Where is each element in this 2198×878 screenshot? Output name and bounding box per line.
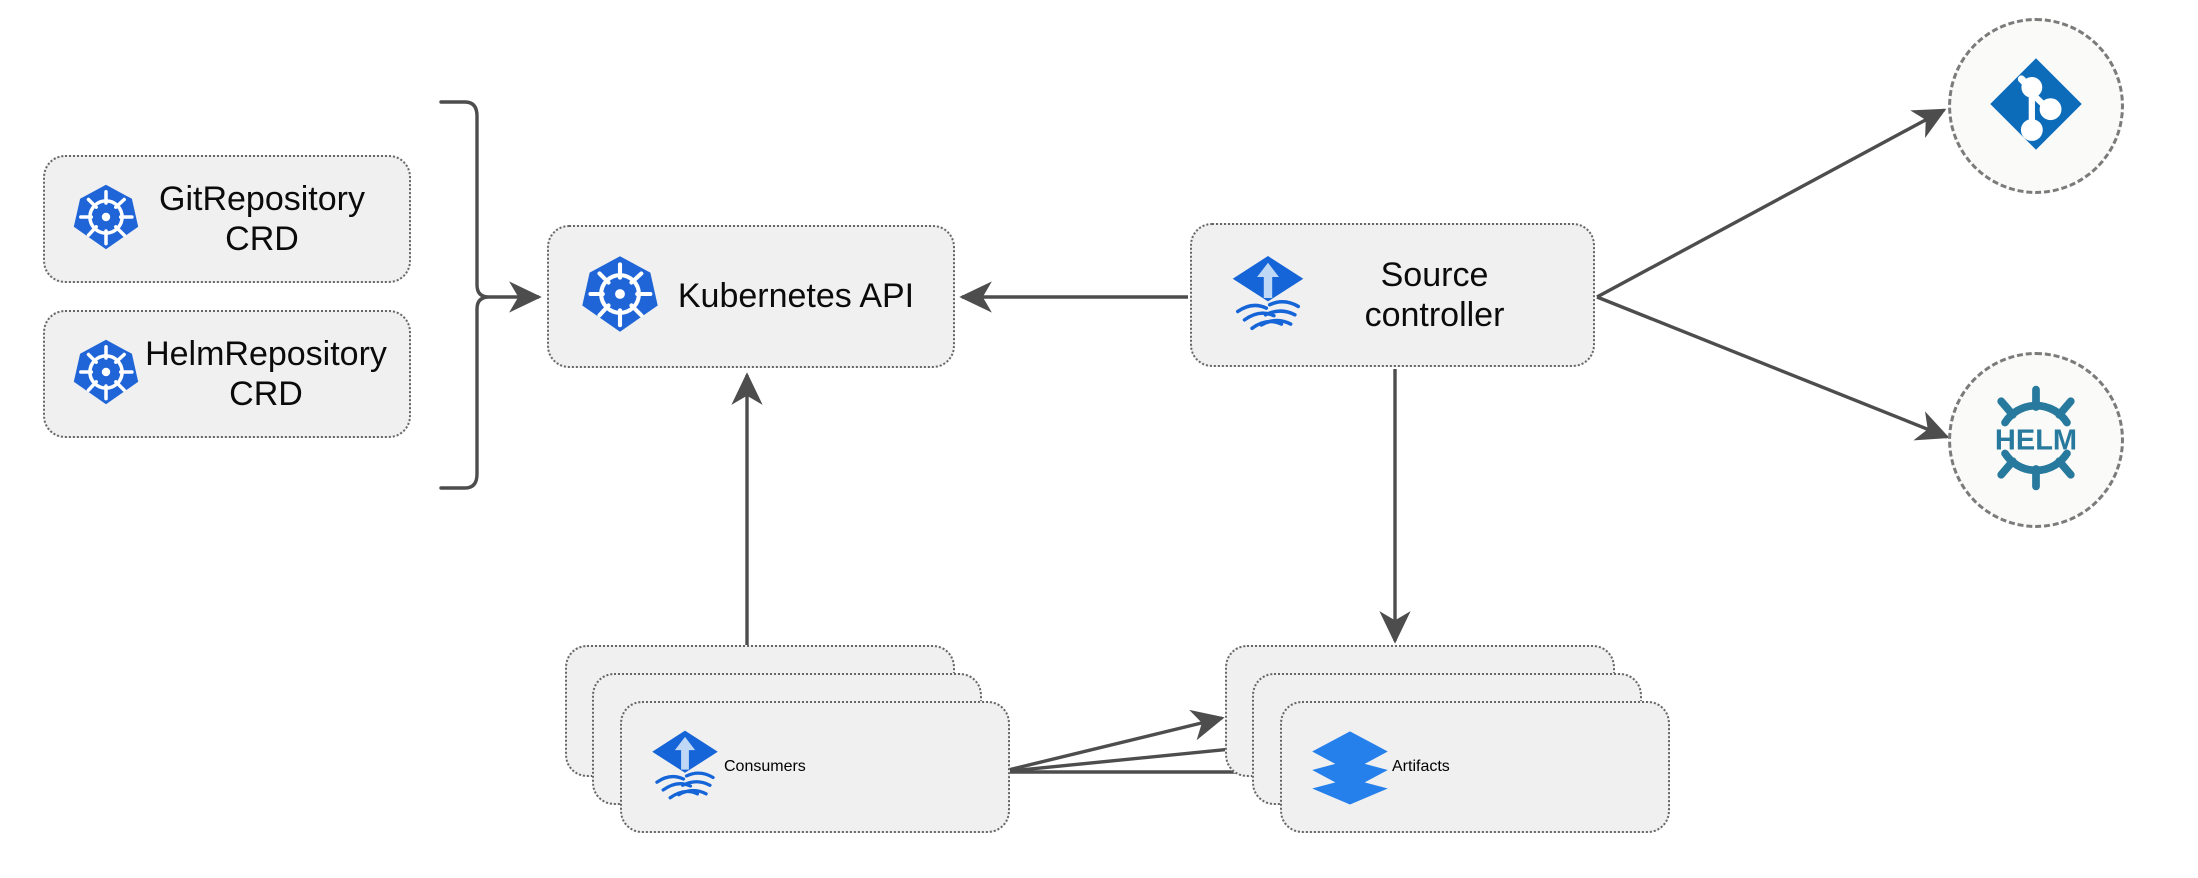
node-source-controller[interactable]: Source controller [1190,223,1595,367]
kubernetes-icon [71,182,141,257]
node-kubernetes-api[interactable]: Kubernetes API [547,225,955,368]
kubernetes-icon [579,253,661,340]
node-label: HelmRepository CRD [145,334,387,413]
external-git-source[interactable] [1948,18,2124,194]
node-git-repository-crd[interactable]: GitRepository CRD [43,155,411,283]
flux-icon [1226,251,1310,340]
layers-icon [1308,723,1392,812]
stack-sheet-front[interactable]: Consumers [620,701,1010,833]
stack-sheet-front[interactable]: Artifacts [1280,701,1670,833]
helm-icon: HELM [1978,380,2094,501]
helm-wordmark: HELM [1995,424,2077,456]
node-consumers[interactable]: Consumers [565,645,1065,855]
external-helm-source[interactable]: HELM [1948,352,2124,528]
node-label: Kubernetes API [677,277,915,316]
node-helm-repository-crd[interactable]: HelmRepository CRD [43,310,411,438]
node-label: GitRepository CRD [159,179,365,258]
node-label: Source controller [1364,255,1505,334]
node-artifacts[interactable]: Artifacts [1225,645,1725,855]
node-label: Artifacts [1392,758,1450,775]
node-label: Consumers [724,758,806,775]
git-icon [1984,52,2088,161]
flux-icon [646,726,724,809]
kubernetes-icon [71,337,141,412]
